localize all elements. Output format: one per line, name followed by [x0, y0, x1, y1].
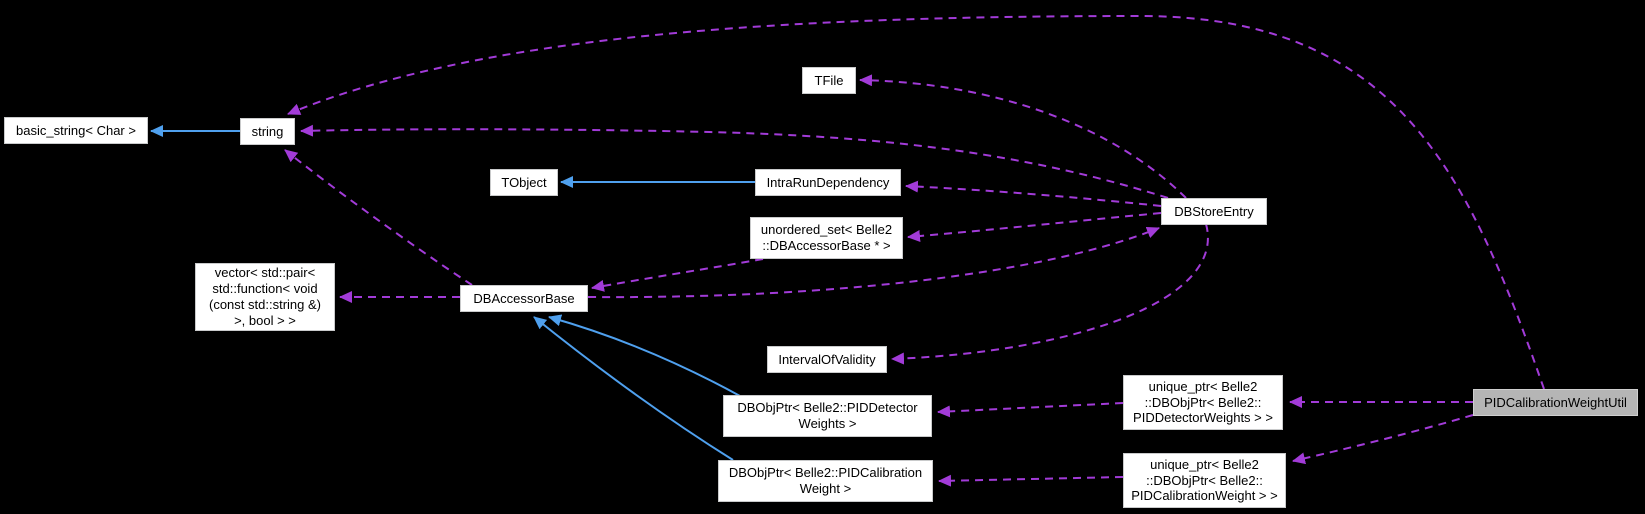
node-uniqueptr-dbobjptr-piddetectorweights[interactable]: unique_ptr< Belle2 ::DBObjPtr< Belle2:: …: [1123, 375, 1283, 430]
edge-usage-dbstoreentry-to-intrarundependency: [905, 180, 1162, 207]
edge-usage-pidcalibrationweightutil-to-string: [287, 14, 1545, 390]
edge-usage-dbstoreentry-to-unordered-set: [907, 212, 1162, 242]
edge-usage-uniqueptr-detector-to-dbobjptr-detector: [937, 402, 1124, 418]
node-vector-pair-function[interactable]: vector< std::pair< std::function< void (…: [195, 263, 335, 331]
node-tfile[interactable]: TFile: [802, 67, 856, 94]
edge-usage-dbstoreentry-to-string: [300, 124, 1169, 199]
node-string[interactable]: string: [240, 118, 295, 145]
node-basic-string[interactable]: basic_string< Char >: [4, 117, 148, 144]
node-intrarundependency[interactable]: IntraRunDependency: [755, 169, 901, 196]
edge-usage-dbaccessorbase-to-dbstoreentry: [587, 226, 1160, 299]
node-intervalofvalidity[interactable]: IntervalOfValidity: [767, 346, 887, 373]
edge-usage-unordered-set-to-dbaccessorbase: [591, 258, 764, 292]
node-tobject[interactable]: TObject: [490, 169, 558, 196]
node-uniqueptr-dbobjptr-pidcalibrationweight[interactable]: unique_ptr< Belle2 ::DBObjPtr< Belle2:: …: [1123, 453, 1286, 508]
edge-inherit-dbobjptr-calibration-to-dbaccessorbase: [533, 316, 734, 461]
edge-usage-dbstoreentry-to-tfile: [859, 74, 1187, 199]
node-dbobjptr-piddetectorweights[interactable]: DBObjPtr< Belle2::PIDDetector Weights >: [723, 395, 932, 437]
node-dbobjptr-pidcalibrationweight[interactable]: DBObjPtr< Belle2::PIDCalibration Weight …: [718, 460, 933, 502]
edge-usage-dbstoreentry-to-intervalofvalidity: [891, 223, 1209, 365]
edge-inherit-dbobjptr-detector-to-dbaccessorbase: [548, 314, 741, 397]
node-dbstoreentry[interactable]: DBStoreEntry: [1161, 198, 1267, 225]
edge-usage-pidcalibrationweightutil-to-uniqueptr-calibration: [1292, 414, 1474, 465]
node-pidcalibrationweightutil: PIDCalibrationWeightUtil: [1473, 389, 1638, 416]
node-unordered-set[interactable]: unordered_set< Belle2 ::DBAccessorBase *…: [750, 217, 903, 259]
node-dbaccessorbase[interactable]: DBAccessorBase: [460, 285, 588, 312]
edge-usage-dbaccessorbase-to-string: [284, 149, 473, 286]
edge-usage-uniqueptr-calibration-to-dbobjptr-calibration: [938, 474, 1124, 487]
